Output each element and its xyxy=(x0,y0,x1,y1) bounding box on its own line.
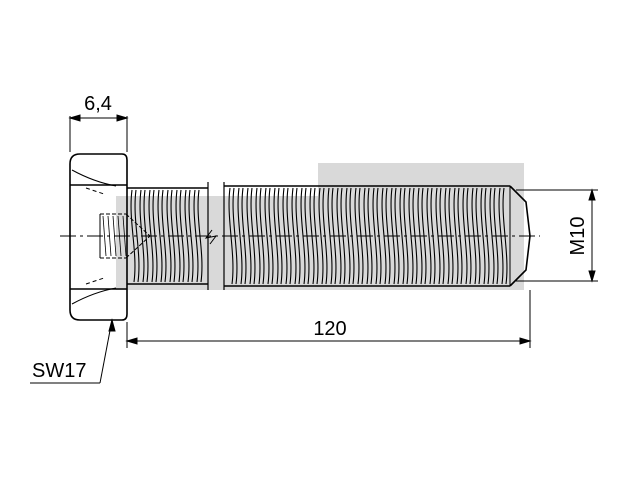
wrench-size-label: SW17 xyxy=(32,360,86,382)
length-dimension xyxy=(125,290,532,348)
bolt-head xyxy=(69,153,128,321)
thread-dimension xyxy=(516,188,598,283)
head-height-label: 6,4 xyxy=(84,93,112,115)
head-height-dimension xyxy=(68,114,129,152)
wrench-size-leader xyxy=(30,318,116,384)
thread-label: M10 xyxy=(567,217,589,256)
length-label: 120 xyxy=(313,318,346,340)
bolt-shank xyxy=(127,182,531,290)
hidden-thread-tick xyxy=(102,215,107,257)
